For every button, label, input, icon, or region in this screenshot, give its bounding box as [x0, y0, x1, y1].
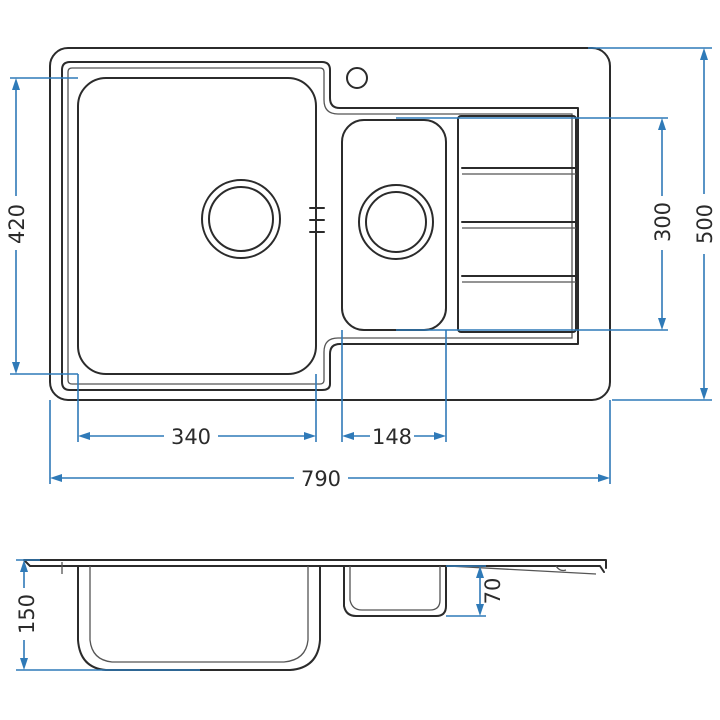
- overflow-slots: [309, 207, 325, 233]
- dim-main-bowl-height-label: 150: [15, 594, 39, 634]
- dim-overall-depth-label: 500: [693, 204, 717, 244]
- main-bowl-drain-inner: [208, 186, 274, 252]
- dim-small-bowl-depth-label: 300: [651, 202, 675, 242]
- dim-small-bowl-height: 70: [446, 565, 505, 617]
- small-bowl-profile: [339, 565, 447, 617]
- tap-hole: [346, 67, 368, 89]
- dim-main-bowl-width-label: 340: [171, 425, 211, 449]
- small-bowl-drain-inner: [365, 191, 427, 253]
- drainer-ribs: [461, 167, 577, 283]
- sink-outer-outline: [49, 47, 611, 401]
- sink-deck-profile: [23, 559, 607, 573]
- dim-overall-width: 790: [49, 400, 611, 491]
- dim-overall-depth: 500: [588, 47, 717, 401]
- main-bowl: [77, 77, 317, 375]
- sink-rim-outline: [61, 61, 579, 391]
- main-bowl-drain-outer: [201, 179, 281, 259]
- main-bowl-profile: [69, 565, 321, 671]
- small-bowl-drain-outer: [358, 184, 434, 260]
- dim-overall-width-label: 790: [301, 467, 341, 491]
- dim-small-bowl-width-label: 148: [372, 425, 412, 449]
- dim-small-bowl-height-label: 70: [481, 578, 505, 605]
- top-view: [49, 47, 611, 401]
- small-bowl: [341, 119, 447, 331]
- sink-rim-inner-outline: [67, 67, 573, 385]
- dim-main-bowl-width: 340: [77, 374, 317, 449]
- dim-small-bowl-depth: 300: [396, 117, 675, 331]
- dim-main-bowl-depth-label: 420: [5, 204, 29, 244]
- drainer-slope: [447, 565, 597, 575]
- dim-main-bowl-height: 150: [15, 559, 200, 671]
- dim-main-bowl-depth: 420: [5, 77, 78, 375]
- dim-small-bowl-width: 148: [341, 330, 447, 449]
- side-view: [23, 559, 607, 671]
- drainer-board: [457, 115, 577, 333]
